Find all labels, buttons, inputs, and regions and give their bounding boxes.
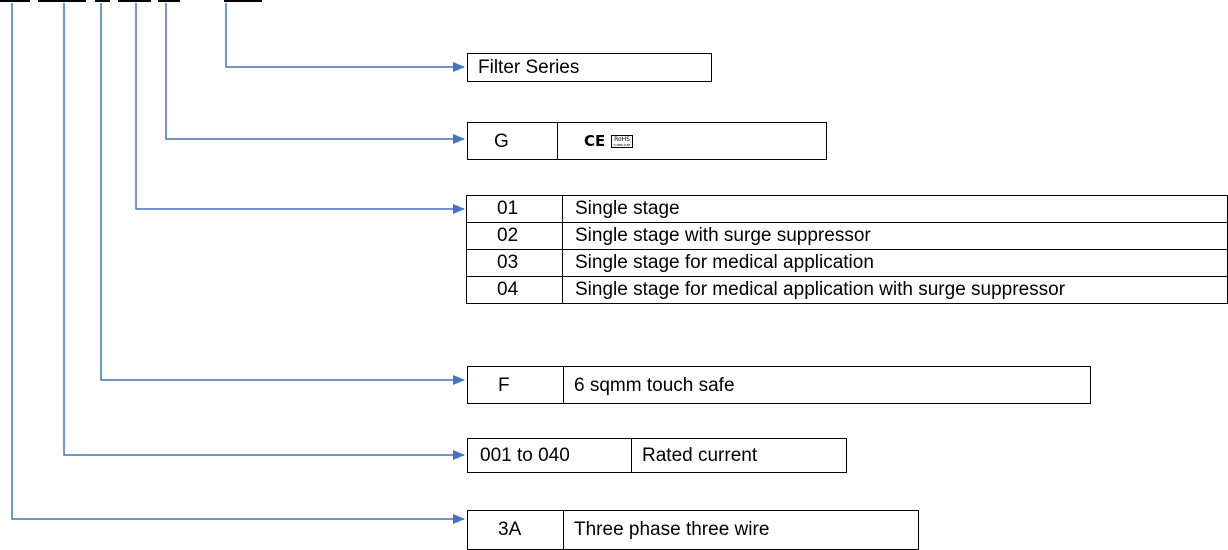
stage-option-code: 03 (466, 249, 563, 277)
phase-description: Three phase three wire (574, 519, 770, 540)
phase-box: 3A Three phase three wire (467, 510, 919, 550)
current-box: 001 to 040 Rated current (467, 438, 847, 473)
connector-approval (165, 3, 465, 144)
filter-series-label: Filter Series (478, 57, 580, 78)
connector-filter-series (225, 3, 465, 72)
approval-code: G (468, 123, 558, 159)
connector-stage (135, 3, 465, 214)
terminal-code: F (468, 367, 564, 403)
stage-option-code: 02 (466, 222, 563, 250)
rohs-mark-icon: RoHS COMPLIANT (611, 134, 633, 148)
stage-option-code: 01 (466, 195, 563, 223)
stage-option-description: Single stage for medical application wit… (562, 276, 1228, 304)
ce-mark-icon: CE (584, 131, 606, 150)
phase-code: 3A (468, 511, 564, 549)
approval-marks: CE RoHS COMPLIANT (558, 123, 633, 159)
stage-option-description: Single stage with surge suppressor (562, 222, 1228, 250)
terminal-box: F 6 sqmm touch safe (467, 366, 1091, 404)
approval-box: G CE RoHS COMPLIANT (467, 122, 827, 160)
connector-phase (11, 3, 465, 524)
current-code: 001 to 040 (468, 439, 632, 472)
stage-option-description: Single stage (562, 195, 1228, 223)
filter-series-box: Filter Series (467, 53, 712, 82)
stage-option-code: 04 (466, 276, 563, 304)
stage-option-description: Single stage for medical application (562, 249, 1228, 277)
current-description: Rated current (642, 445, 758, 466)
connector-terminal (100, 3, 465, 385)
connector-current (63, 3, 465, 460)
terminal-description: 6 sqmm touch safe (574, 374, 735, 396)
